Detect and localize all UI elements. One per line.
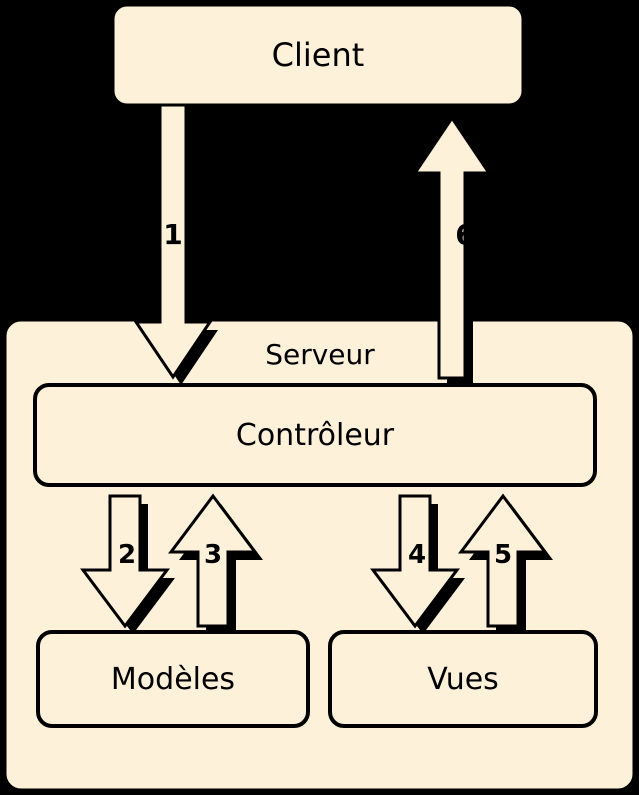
arrow-4[interactable]: [370, 494, 460, 629]
arrow-1[interactable]: [133, 103, 213, 380]
arrow-6[interactable]: [412, 115, 492, 380]
controleur-box[interactable]: [33, 383, 597, 487]
modeles-box[interactable]: [36, 630, 310, 728]
arrow-2[interactable]: [80, 494, 170, 629]
arrow-5[interactable]: [458, 493, 548, 628]
arrow-3[interactable]: [168, 493, 258, 628]
vues-box[interactable]: [328, 630, 598, 728]
client-box[interactable]: [111, 3, 525, 107]
